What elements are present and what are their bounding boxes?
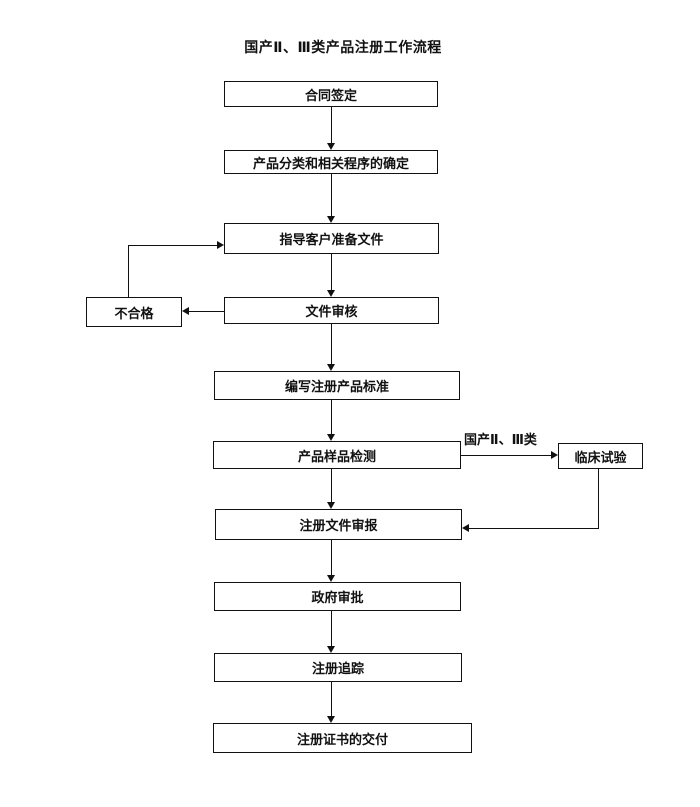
node-registration-tracking: 注册追踪 (214, 653, 462, 682)
node-product-classification: 产品分类和相关程序的确定 (224, 150, 438, 174)
connector-line (331, 174, 332, 216)
node-government-approval: 政府审批 (214, 582, 461, 611)
node-sample-testing: 产品样品检测 (213, 441, 461, 469)
node-clinical-trial: 临床试验 (558, 443, 643, 469)
edge-label-domestic-class: 国产Ⅱ、Ⅲ类 (464, 433, 537, 448)
node-document-review: 文件审核 (224, 297, 439, 324)
arrow-down-icon (327, 216, 335, 223)
node-registration-submission: 注册文件审报 (215, 509, 462, 540)
arrow-down-icon (327, 143, 335, 150)
arrow-right-icon (217, 241, 224, 249)
arrow-left-icon (182, 307, 189, 315)
node-write-product-standards: 编写注册产品标准 (214, 371, 460, 400)
arrow-down-icon (327, 575, 335, 582)
connector-line (331, 107, 332, 143)
arrow-down-icon (327, 502, 335, 509)
connector-line (461, 455, 551, 456)
connector-line (331, 469, 332, 502)
arrow-down-icon (327, 290, 335, 297)
arrow-down-icon (327, 716, 335, 723)
node-contract-signing: 合同签定 (224, 81, 438, 107)
connector-line (331, 400, 332, 434)
connector-line (128, 245, 129, 297)
node-certificate-delivery: 注册证书的交付 (213, 723, 472, 753)
arrow-down-icon (327, 646, 335, 653)
connector-line (331, 254, 332, 290)
connector-line (331, 540, 332, 575)
node-rejected: 不合格 (86, 297, 182, 327)
connector-line (331, 324, 332, 364)
node-guide-document-prep: 指导客户准备文件 (224, 223, 439, 254)
flowchart-title: 国产Ⅱ、Ⅲ类产品注册工作流程 (244, 40, 442, 56)
arrow-right-icon (551, 451, 558, 459)
connector-line (469, 528, 599, 529)
arrow-left-icon (462, 524, 469, 532)
arrow-down-icon (327, 434, 335, 441)
connector-line (189, 311, 224, 312)
arrow-down-icon (327, 364, 335, 371)
connector-line (331, 682, 332, 716)
connector-line (331, 611, 332, 646)
connector-line (598, 469, 599, 528)
connector-line (128, 245, 217, 246)
